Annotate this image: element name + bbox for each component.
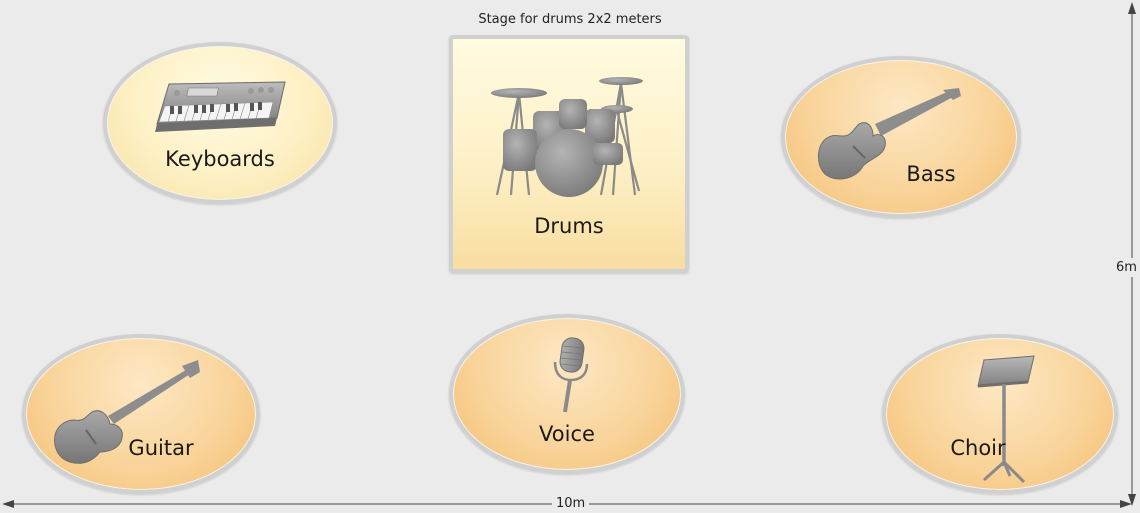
choir-station[interactable]: Choir	[882, 334, 1118, 494]
bass-guitar-icon	[818, 88, 961, 180]
bass-station[interactable]: Bass	[781, 56, 1021, 218]
guitar-label: Guitar	[128, 436, 194, 460]
width-arrow-left	[2, 500, 14, 508]
width-arrow-right	[1120, 500, 1132, 508]
voice-station[interactable]: Voice	[449, 314, 685, 474]
drums-station[interactable]: Drums	[449, 35, 689, 273]
choir-label: Choir	[950, 436, 1006, 460]
width-dimension-label: 10m	[552, 496, 590, 511]
drums-label: Drums	[534, 214, 604, 238]
keyboards-station[interactable]: Keyboards	[103, 42, 337, 204]
music-stand-icon	[977, 355, 1035, 484]
height-dimension-label: 6m	[1116, 258, 1137, 277]
bass-label: Bass	[906, 162, 956, 186]
voice-label: Voice	[539, 422, 595, 446]
electric-guitar-icon	[54, 360, 200, 464]
height-arrow-bottom	[1128, 494, 1136, 506]
microphone-icon	[553, 337, 589, 413]
keyboards-label: Keyboards	[165, 147, 275, 171]
drum-kit-icon	[491, 77, 643, 197]
guitar-station[interactable]: Guitar	[22, 334, 260, 494]
height-arrow-top	[1128, 2, 1136, 14]
keyboard-icon	[155, 81, 286, 132]
drum-stage-caption: Stage for drums 2x2 meters	[478, 12, 662, 27]
